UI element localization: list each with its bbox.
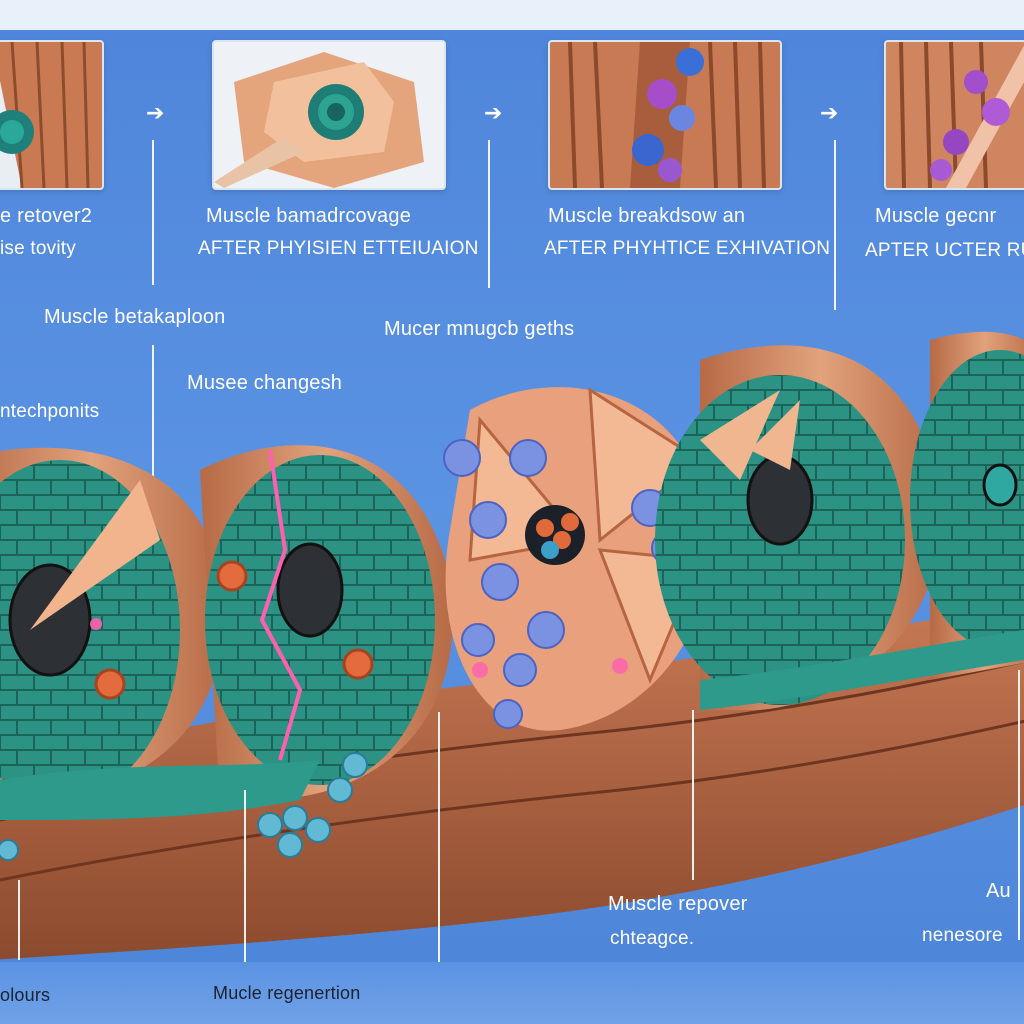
- pointer-line: [1018, 670, 1020, 940]
- arrow-right-icon: ➔: [820, 100, 839, 125]
- panel-2-caption-line1: Muscle bamadrcovage: [206, 205, 412, 227]
- stage-panel-2: [212, 40, 446, 190]
- label-mucer: Mucer mnugcb geths: [384, 318, 575, 340]
- label-repover-line2: chteagce.: [610, 928, 695, 949]
- muscle-cross-section-illustration: [0, 331, 1024, 960]
- stage-panel-4: [884, 40, 1024, 190]
- pointer-line: [834, 140, 836, 310]
- label-au-line1: Au: [986, 880, 1011, 902]
- panel-1-caption-line2: ise tovity: [0, 238, 76, 259]
- pointer-line: [488, 140, 490, 288]
- panel-4-caption-line1: Muscle gecnr: [875, 205, 997, 227]
- label-breakdown: Muscle betakaploon: [44, 306, 226, 328]
- pointer-line: [244, 790, 246, 970]
- pointer-line: [18, 880, 20, 960]
- label-repover-line1: Muscle repover: [608, 893, 748, 915]
- pointer-line: [152, 345, 154, 520]
- label-au-line2: nenesore: [922, 925, 1003, 946]
- pointer-line: [152, 140, 154, 285]
- pointer-line: [438, 712, 440, 970]
- label-changes: Musee changesh: [187, 372, 343, 394]
- arrow-right-icon: ➔: [146, 100, 165, 125]
- stage-panel-3: [548, 40, 782, 190]
- bottom-band: [0, 962, 1024, 1024]
- arrow-right-icon: ➔: [484, 100, 503, 125]
- label-regeneration: Mucle regenertion: [213, 983, 361, 1003]
- panel-1-caption-line1: e retover2: [0, 205, 93, 227]
- panel-4-caption-line2: APTER UCTER RUS: [865, 240, 1024, 261]
- label-endpoints: ntechponits: [0, 401, 100, 422]
- panel-3-caption-line1: Muscle breakdsow an: [548, 205, 746, 227]
- panel-2-caption-line2: AFTER PHYISIEN ETTEIUAION: [198, 238, 479, 259]
- stage-panel-1: [0, 40, 104, 190]
- pointer-line: [692, 710, 694, 880]
- label-colours: olours: [0, 985, 51, 1005]
- panel-3-caption-line2: AFTER PHYHTICE EXHIVATION: [544, 238, 831, 259]
